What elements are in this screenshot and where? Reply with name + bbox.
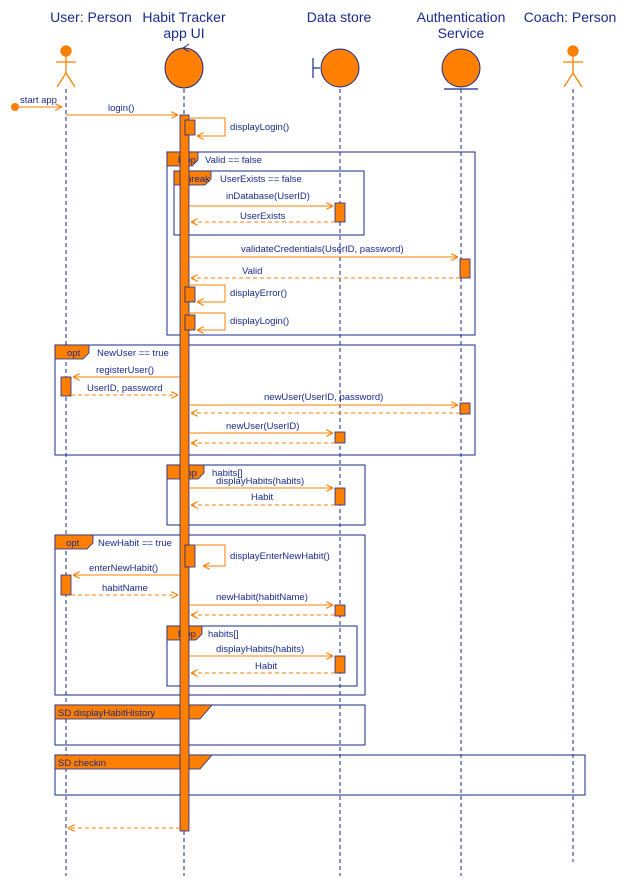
msg-login: login() <box>108 103 134 114</box>
msg-in-database: inDatabase(UserID) <box>226 191 310 202</box>
sd-history-tag-text: SD displayHabitHistory <box>58 708 155 719</box>
arrow-display-login-2 <box>189 312 226 330</box>
opt-new-user-tag-text: opt <box>67 348 81 359</box>
sd-checkin-tag <box>54 754 213 770</box>
msg-display-login-2: displayLogin() <box>230 316 289 327</box>
msg-new-habit: newHabit(habitName) <box>216 592 308 603</box>
auth-activation-1 <box>459 258 471 279</box>
participant-app-label-line1: Habit Tracker <box>142 9 226 25</box>
opt-new-user-frame <box>54 344 476 456</box>
participant-coach-label: Coach: Person <box>524 9 617 25</box>
datastore-activation-3 <box>334 487 346 506</box>
user-activation-2 <box>60 574 72 596</box>
participant-user-label: User: Person <box>50 9 132 25</box>
datastore-activation-4 <box>334 604 346 617</box>
start-dot <box>11 103 19 111</box>
opt-new-user-guard: NewUser == true <box>97 348 169 359</box>
msg-valid: Valid <box>242 266 262 277</box>
msg-new-user-store: newUser(UserID) <box>226 421 299 432</box>
datastore-boundary-icon <box>312 48 360 88</box>
arrow-display-enter-new-habit <box>195 544 226 566</box>
loop-habits-guard-2: habits[] <box>208 629 239 640</box>
sd-checkin-frame <box>54 754 586 796</box>
msg-display-habits-1: displayHabits(habits) <box>216 476 304 487</box>
user-actor-icon <box>56 45 76 88</box>
sd-checkin-tag-text: SD checkin <box>58 758 106 769</box>
msg-new-user-auth: newUser(UserID, password) <box>264 392 383 403</box>
app-activation-display-login-2 <box>184 314 196 331</box>
msg-display-enter-new-habit: displayEnterNewHabit() <box>230 551 330 562</box>
msg-display-habits-2: displayHabits(habits) <box>216 644 304 655</box>
msg-user-exists: UserExists <box>240 211 286 222</box>
participant-auth-label-line1: Authentication <box>417 9 506 25</box>
break-frame <box>173 170 365 236</box>
app-control-icon <box>164 43 204 89</box>
msg-register-user: registerUser() <box>96 365 154 376</box>
opt-new-habit-tag <box>54 534 94 550</box>
arrow-display-login-1 <box>189 117 226 136</box>
loop-valid-frame <box>166 151 476 336</box>
break-tag-text: break <box>186 174 210 185</box>
app-activation-main <box>179 114 190 832</box>
msg-display-login-1: displayLogin() <box>230 122 289 133</box>
msg-validate-credentials: validateCredentials(UserID, password) <box>241 244 404 255</box>
arrow-display-error <box>189 284 226 302</box>
participant-auth-label-line2: Service <box>438 25 485 41</box>
app-activation-display-error <box>184 286 196 303</box>
break-guard: UserExists == false <box>220 174 302 185</box>
opt-new-user-tag <box>54 344 90 360</box>
participant-datastore-label: Data store <box>307 9 372 25</box>
msg-habit-name: habitName <box>102 583 148 594</box>
msg-enter-new-habit: enterNewHabit() <box>89 563 158 574</box>
coach-actor-icon <box>563 45 583 88</box>
opt-new-habit-guard: NewHabit == true <box>98 538 172 549</box>
msg-display-error: displayError() <box>230 288 287 299</box>
msg-start-app: start app <box>20 95 57 106</box>
app-activation-display-login-1 <box>184 119 196 136</box>
opt-new-habit-frame <box>54 534 366 696</box>
participant-app-label-line2: app UI <box>163 25 204 41</box>
datastore-activation-1 <box>334 202 346 223</box>
msg-habit-2: Habit <box>255 661 278 672</box>
user-activation-1 <box>60 376 72 397</box>
datastore-activation-2 <box>334 431 346 444</box>
msg-habit-1: Habit <box>251 492 274 503</box>
sd-history-tag <box>54 704 213 720</box>
loop-habits-guard-1: habits[] <box>212 468 243 479</box>
app-activation-enter-habit <box>184 544 196 568</box>
loop-habits-frame-2 <box>166 625 358 687</box>
opt-new-habit-tag-text: opt <box>66 538 80 549</box>
loop-habits-frame-1 <box>166 464 366 526</box>
auth-entity-icon <box>441 48 481 90</box>
msg-userid-password: UserID, password <box>87 383 163 394</box>
datastore-activation-5 <box>334 655 346 674</box>
auth-activation-2 <box>459 402 471 415</box>
loop-valid-guard: Valid == false <box>205 155 262 166</box>
